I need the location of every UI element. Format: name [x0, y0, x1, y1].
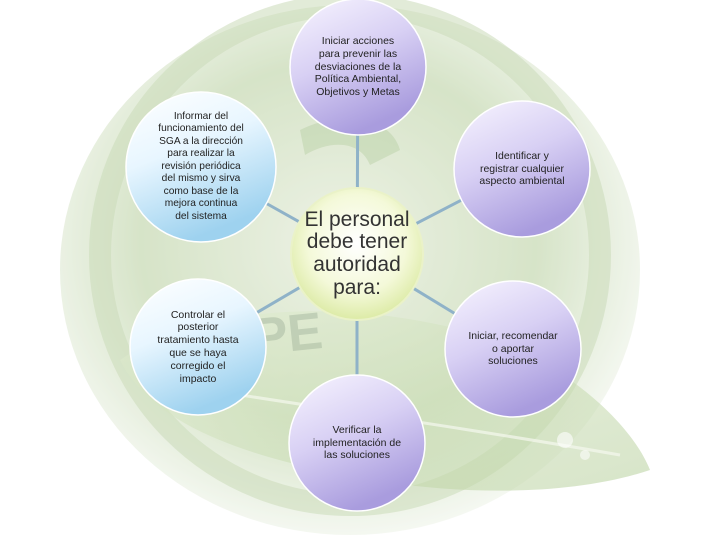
bubble-right-top: [453, 100, 591, 238]
connector-lines: [255, 134, 463, 375]
center-bubble: [290, 187, 424, 321]
outer-bubbles: [125, 0, 591, 512]
bubble-left-bottom: [129, 278, 267, 416]
connector-left-bottom: [255, 286, 301, 314]
bubble-left-top: [125, 91, 277, 243]
center-label: El personal debe tener autoridad para:: [304, 207, 410, 299]
bubble-right-bottom: [444, 280, 582, 418]
bubble-bottom: [288, 374, 426, 512]
connector-left-top: [265, 202, 301, 224]
connector-right-top: [415, 198, 463, 226]
connector-right-bottom: [412, 287, 456, 315]
bubble-top: [289, 0, 427, 136]
